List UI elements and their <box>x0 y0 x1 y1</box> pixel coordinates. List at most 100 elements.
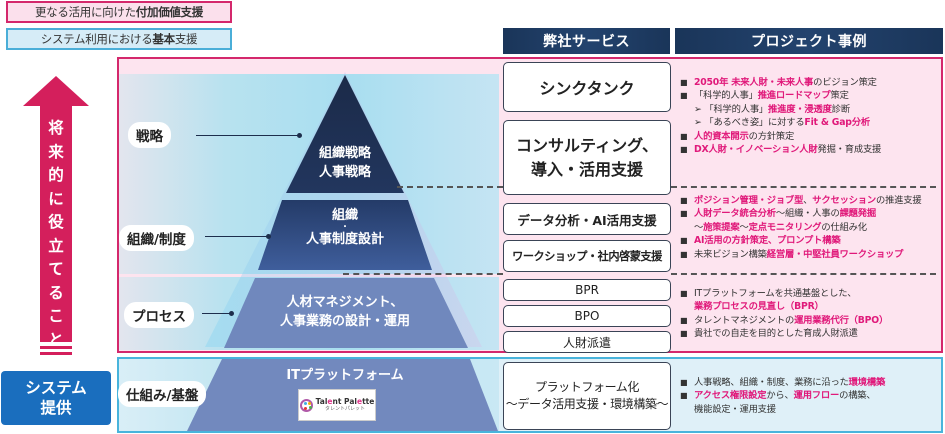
case-text: 、 <box>803 195 813 206</box>
arrow-shaft: 将 来 的 に 役 立 て る こ と <box>40 105 72 349</box>
service-bpr: BPR <box>503 279 671 301</box>
service-label: コンサルティング、 <box>516 135 658 155</box>
case-text: ～ <box>739 221 749 233</box>
case-text: 人事戦略、組織・制度、業務に沿った <box>694 377 849 388</box>
case-highlight-text: AI活用の方針策定、プロンプト構築 <box>694 235 841 247</box>
case-highlight-text: 運用フロー <box>793 390 840 402</box>
system-provision-box: システム 提供 <box>1 371 111 425</box>
case-highlight-text: アクセス権限設定 <box>694 390 767 402</box>
pyramid-text-strategy: 組織戦略 人事戦略 <box>305 144 385 182</box>
tier-label-organization: 組織/制度 <box>119 225 194 251</box>
connector-line <box>196 133 302 138</box>
pyramid-line: 人事業務の設計・運用 <box>279 314 410 329</box>
square-bullet-icon: ■ <box>680 196 688 205</box>
service-staffing: 人財派遣 <box>503 331 671 353</box>
square-bullet-icon: ■ <box>680 391 688 401</box>
case-text: 貴社での自走を目的とした育成人財派遣 <box>694 328 858 340</box>
pyramid-line: 人材マネジメント、 <box>286 295 404 310</box>
tier-label-strategy: 戦略 <box>128 122 171 148</box>
case-highlight-text: 推進ロードマップ <box>757 90 831 102</box>
case-highlight-text: 2050年 未来人財・未来人事 <box>694 77 814 88</box>
case-text: の構築、 <box>839 390 876 402</box>
dashed-separator <box>671 273 936 275</box>
case-item: ■人財データ統合分析～組織・人事の課題発掘 <box>680 207 921 220</box>
case-highlight-text: 施策提案 <box>703 221 740 233</box>
case-text: ➢ 「科学的人事」 <box>694 103 769 115</box>
legend-basic-support: システム利用における基本支援 <box>6 28 232 50</box>
case-item: 機能設定・運用支援 <box>680 403 885 416</box>
case-text: 診断 <box>831 103 850 115</box>
case-item: ■人的資本開示の方針策定 <box>680 130 881 143</box>
case-text: のビジョン策定 <box>813 77 877 88</box>
case-item: ■DX人財・イノベーション人財発掘・育成支援 <box>680 143 881 156</box>
service-label: プラットフォーム化 <box>534 380 640 394</box>
case-highlight-text: DX人財・イノベーション人財 <box>694 144 818 156</box>
arrow-char: る <box>48 283 64 302</box>
square-bullet-icon: ■ <box>680 378 688 387</box>
arrow-up-icon <box>23 76 89 106</box>
cases-process: ■ ITプラットフォームを共通基盤とした、業務プロセスの見直し（BPR）■タレント… <box>680 287 888 341</box>
service-workshop: ワークショップ・社内啓蒙支援 <box>503 240 671 272</box>
case-item: 業務プロセスの見直し（BPR） <box>680 300 888 313</box>
service-label: シンクタンク <box>539 79 635 98</box>
service-consulting: コンサルティング、 導入・活用支援 <box>503 120 671 195</box>
arrow-char: 来 <box>48 142 64 161</box>
cases-organization: ■ポジション管理・ジョブ型、サクセッションの推進支援■人財データ統合分析～組織・… <box>680 194 922 261</box>
case-highlight-text: 業務プロセスの見直し（BPR） <box>694 301 824 313</box>
palette-icon <box>299 398 313 412</box>
service-label: データ分析・AI活用支援 <box>517 212 657 228</box>
arrow-char: に <box>48 189 64 208</box>
case-highlight-text: 経営層・中堅社員ワークショップ <box>766 248 904 260</box>
case-item: ■ ITプラットフォームを共通基盤とした、 <box>680 287 888 300</box>
dashed-separator <box>671 186 936 188</box>
case-text: の仕組み化 <box>821 221 867 233</box>
square-bullet-icon: ■ <box>680 329 688 339</box>
pyramid-text-platform: ITプラットフォーム <box>275 366 415 385</box>
case-item: ■ アクセス権限設定から、運用フローの構築、 <box>680 389 885 402</box>
case-item: ➢ 「科学的人事」推進度・浸透度診断 <box>680 103 881 116</box>
case-text: 未来ビジョン構築 <box>694 248 767 260</box>
talent-palette-logo: Talent Palette タレントパレット <box>298 389 376 421</box>
connector-line <box>202 311 234 316</box>
case-highlight-text: サクセッション <box>812 195 876 206</box>
pyramid-line: 組織戦略 <box>318 146 371 161</box>
header-services: 弊社サービス <box>503 28 670 54</box>
service-label: 導入・活用支援 <box>530 159 643 179</box>
pyramid-text-organization: 組織 ・ 人事制度設計 <box>285 207 405 249</box>
case-text: ➢ 「あるべき姿」に対する <box>694 117 805 129</box>
case-highlight-text: 環境構築 <box>848 377 886 388</box>
service-data-analysis-ai: データ分析・AI活用支援 <box>503 203 671 235</box>
service-think-tank: シンクタンク <box>503 62 671 112</box>
logo-text-ja: タレントパレット <box>324 406 365 413</box>
case-text: 「科学的人事」 <box>694 90 758 102</box>
case-item: ～ 施策提案 ～ 定点モニタリングの仕組み化 <box>680 221 921 234</box>
square-bullet-icon: ■ <box>680 289 688 298</box>
service-label: 人財派遣 <box>562 335 611 350</box>
service-label: ワークショップ・社内啓蒙支援 <box>512 250 662 263</box>
legend-text-bold: 付加価値支援 <box>135 5 204 19</box>
pyramid-line: 組織 <box>331 208 358 223</box>
future-value-arrow: 将 来 的 に 役 立 て る こ と <box>23 76 89 358</box>
arrow-char: 役 <box>48 213 64 231</box>
legend-text: 更なる活用に向けた <box>34 5 136 19</box>
square-bullet-icon: ■ <box>680 249 688 259</box>
square-bullet-icon: ■ <box>680 78 688 87</box>
case-highlight-text: 人的資本開示 <box>694 130 749 142</box>
system-box-line: 提供 <box>40 399 72 417</box>
arrow-char: こ <box>48 307 64 325</box>
square-bullet-icon: ■ <box>680 236 688 246</box>
dashed-separator <box>397 186 503 188</box>
case-item: ■ AI活用の方針策定、プロンプト構築 <box>680 234 921 247</box>
case-text: ITプラットフォームを共通基盤とした、 <box>694 288 857 299</box>
case-text: の方針策定 <box>748 130 795 142</box>
arrow-char: と <box>48 330 64 349</box>
service-bpo: BPO <box>503 305 671 327</box>
case-text: 発掘・育成支援 <box>817 144 882 156</box>
case-text: から、 <box>766 390 794 402</box>
case-highlight-text: 定点モニタリング <box>748 221 822 233</box>
arrow-char: 立 <box>48 236 64 255</box>
case-text: ～組織・人事の <box>775 208 840 220</box>
case-highlight-text: 人財データ統合分析 <box>694 208 776 220</box>
case-item: ■タレントマネジメントの運用業務代行（BPO） <box>680 314 888 327</box>
